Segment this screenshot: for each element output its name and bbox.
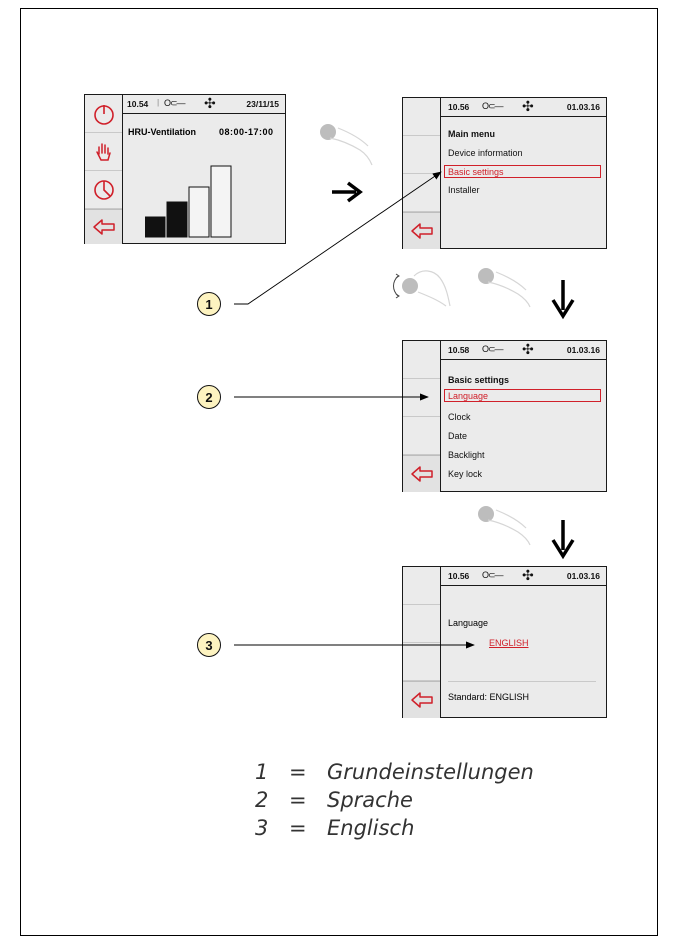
menu-item-backlight[interactable]: Backlight <box>448 450 485 460</box>
sidebar <box>403 341 441 492</box>
home-screen: 10.54 | O⊂— ✣ 23/11/15 HRU-Ventilation 0… <box>84 94 286 244</box>
legend-eq-2: = <box>289 788 307 812</box>
legend-text-3: Englisch <box>327 816 415 840</box>
date: 01.03.16 <box>566 102 600 112</box>
back-button[interactable] <box>403 681 440 718</box>
back-button[interactable] <box>403 212 440 249</box>
legend-text-1: Grundeinstellungen <box>327 760 534 784</box>
sidebar-cell[interactable] <box>403 567 440 605</box>
fan-level-bars <box>145 165 232 238</box>
back-arrow-icon <box>410 466 433 482</box>
key-icon: O⊂— <box>482 570 504 580</box>
menu-item-basic-settings[interactable]: Basic settings <box>444 165 601 178</box>
fan-icon: ✣ <box>522 341 534 357</box>
language-value[interactable]: ENGLISH <box>489 638 529 648</box>
legend-text-2: Sprache <box>327 788 413 812</box>
sidebar-cell[interactable] <box>85 95 122 133</box>
back-arrow-icon <box>410 692 433 708</box>
press-gesture-icon <box>478 506 531 546</box>
sidebar-cell[interactable] <box>403 341 440 379</box>
date: 01.03.16 <box>566 345 600 355</box>
press-gesture-icon <box>320 124 373 166</box>
power-icon <box>93 104 114 125</box>
basic-settings-screen: 10.58 O⊂— ✣ 01.03.16 Basic settings Cloc… <box>402 340 607 492</box>
fan-icon: ✣ <box>522 98 534 114</box>
menu-item-key-lock[interactable]: Key lock <box>448 469 483 479</box>
right-arrow-icon <box>332 181 363 203</box>
standard-value: Standard: ENGLISH <box>448 692 530 702</box>
date: 23/11/15 <box>246 99 279 109</box>
clock-time: 10.56 <box>448 102 470 112</box>
sidebar-cell[interactable] <box>403 643 440 681</box>
clock-time: 10.56 <box>448 571 470 581</box>
rotate-gesture-icon <box>393 270 451 307</box>
legend-num-3: 3 <box>255 816 269 840</box>
selected-label: Language <box>448 391 489 401</box>
down-arrow-icon <box>551 280 575 320</box>
callout-3: 3 <box>197 633 221 657</box>
level-bar-2 <box>166 201 188 238</box>
key-icon: O⊂— <box>164 98 186 108</box>
sidebar-cell[interactable] <box>403 98 440 136</box>
sidebar-cell[interactable] <box>85 171 122 209</box>
clock-time: 10.58 <box>448 345 470 355</box>
legend-eq-1: = <box>289 760 307 784</box>
sidebar-cell[interactable] <box>403 605 440 643</box>
press-gesture-icon <box>478 268 531 308</box>
legend-eq-3: = <box>289 816 307 840</box>
menu-item-device-information[interactable]: Device information <box>448 148 523 158</box>
key-icon: O⊂— <box>482 101 504 111</box>
clock-time: 10.54 <box>127 99 149 109</box>
status-bar: 10.56 O⊂— ✣ 01.03.16 <box>440 98 606 117</box>
legend-num-2: 2 <box>255 788 269 812</box>
status-divider: | <box>157 97 160 107</box>
sidebar-cell[interactable] <box>403 417 440 455</box>
callout-2: 2 <box>197 385 221 409</box>
back-arrow-icon <box>92 219 115 235</box>
callout-1: 1 <box>197 292 221 316</box>
menu-title: Basic settings <box>448 375 510 385</box>
menu-item-clock[interactable]: Clock <box>448 412 471 422</box>
back-arrow-icon <box>410 223 433 239</box>
clock-icon <box>93 179 114 200</box>
status-bar: 10.54 | O⊂— ✣ 23/11/15 <box>122 95 285 114</box>
menu-item-language[interactable]: Language <box>444 389 601 402</box>
sidebar-cell[interactable] <box>403 174 440 212</box>
hand-icon <box>95 142 111 161</box>
level-bar-3 <box>188 186 210 238</box>
status-bar: 10.58 O⊂— ✣ 01.03.16 <box>440 341 606 360</box>
selected-label: Basic settings <box>448 167 504 177</box>
menu-item-installer[interactable]: Installer <box>448 185 480 195</box>
down-arrow-icon <box>551 520 575 560</box>
language-screen: 10.56 O⊂— ✣ 01.03.16 Language ENGLISH St… <box>402 566 607 718</box>
back-button[interactable] <box>85 209 122 244</box>
sidebar-cell[interactable] <box>85 133 122 171</box>
mode-title: HRU-Ventilation <box>128 127 197 137</box>
status-bar: 10.56 O⊂— ✣ 01.03.16 <box>440 567 606 586</box>
sidebar <box>403 567 441 718</box>
fan-icon: ✣ <box>204 95 216 111</box>
legend-num-1: 1 <box>255 760 269 784</box>
callout-1-line <box>234 171 442 305</box>
date: 01.03.16 <box>566 571 600 581</box>
sidebar <box>85 95 123 244</box>
sidebar-cell[interactable] <box>403 136 440 174</box>
page-frame <box>20 8 658 936</box>
sidebar-cell[interactable] <box>403 379 440 417</box>
level-bar-1 <box>145 216 166 238</box>
fan-icon: ✣ <box>522 567 534 583</box>
schedule-time: 08:00-17:00 <box>219 127 274 137</box>
divider <box>448 681 596 682</box>
menu-item-date[interactable]: Date <box>448 431 468 441</box>
key-icon: O⊂— <box>482 344 504 354</box>
menu-title: Main menu <box>448 129 496 139</box>
language-label: Language <box>448 618 489 628</box>
back-button[interactable] <box>403 455 440 492</box>
level-bar-4 <box>210 165 232 238</box>
